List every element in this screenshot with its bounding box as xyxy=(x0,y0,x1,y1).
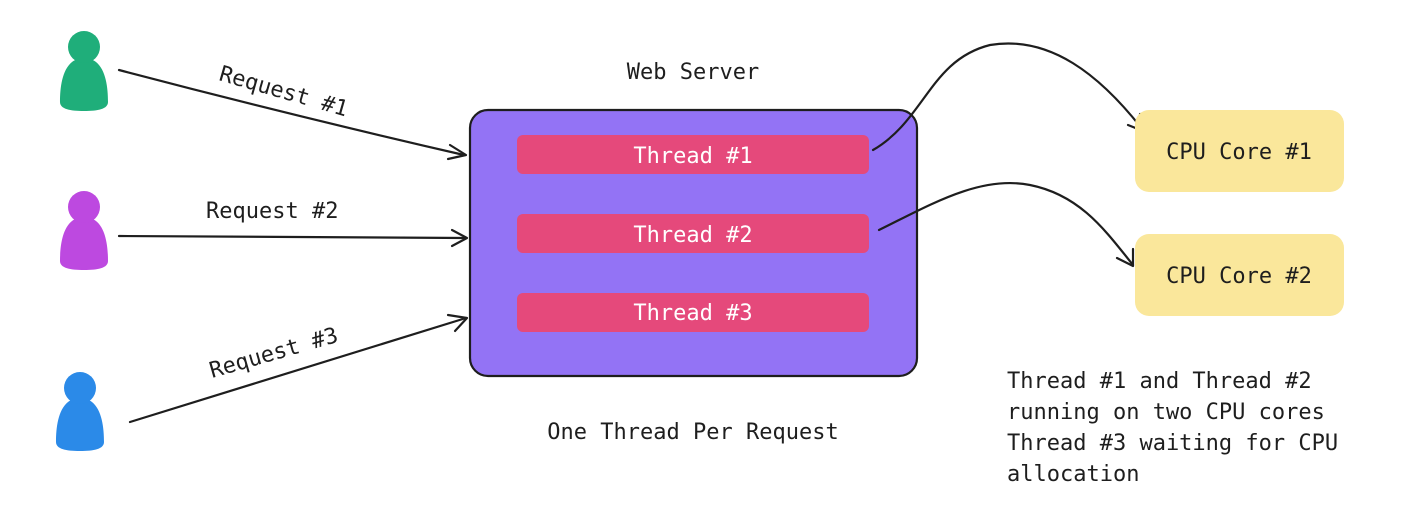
server-caption: One Thread Per Request xyxy=(547,420,838,445)
thread-2-label: Thread #2 xyxy=(633,223,752,248)
thread-2-box: Thread #2 xyxy=(517,214,869,253)
request-1-arrow xyxy=(117,68,468,161)
cpu-allocation-note: Thread #1 and Thread #2 running on two C… xyxy=(1007,369,1338,487)
cpu-core-1-box: CPU Core #1 xyxy=(1135,110,1344,192)
cpu-core-2-label: CPU Core #2 xyxy=(1166,264,1312,289)
note-line-2: running on two CPU cores xyxy=(1007,400,1325,425)
thread-1-label: Thread #1 xyxy=(633,144,752,169)
thread-2-to-cpu-2-arrow xyxy=(877,181,1135,268)
request-1-label: Request #1 xyxy=(216,62,350,123)
note-line-4: allocation xyxy=(1007,462,1139,487)
user-1-icon xyxy=(60,31,108,111)
thread-3-box: Thread #3 xyxy=(517,293,869,332)
request-3-label: Request #3 xyxy=(207,323,341,384)
request-2-arrow xyxy=(117,228,469,248)
cpu-core-2-box: CPU Core #2 xyxy=(1135,234,1344,316)
request-3-arrow xyxy=(128,313,469,424)
request-2-label: Request #2 xyxy=(206,199,338,224)
note-line-1: Thread #1 and Thread #2 xyxy=(1007,369,1312,394)
user-2-icon xyxy=(60,191,108,270)
web-server-title: Web Server xyxy=(627,60,759,85)
user-3-icon xyxy=(56,372,104,451)
note-line-3: Thread #3 waiting for CPU xyxy=(1007,431,1338,456)
cpu-core-1-label: CPU Core #1 xyxy=(1166,140,1312,165)
thread-1-box: Thread #1 xyxy=(517,135,869,174)
thread-3-label: Thread #3 xyxy=(633,301,752,326)
